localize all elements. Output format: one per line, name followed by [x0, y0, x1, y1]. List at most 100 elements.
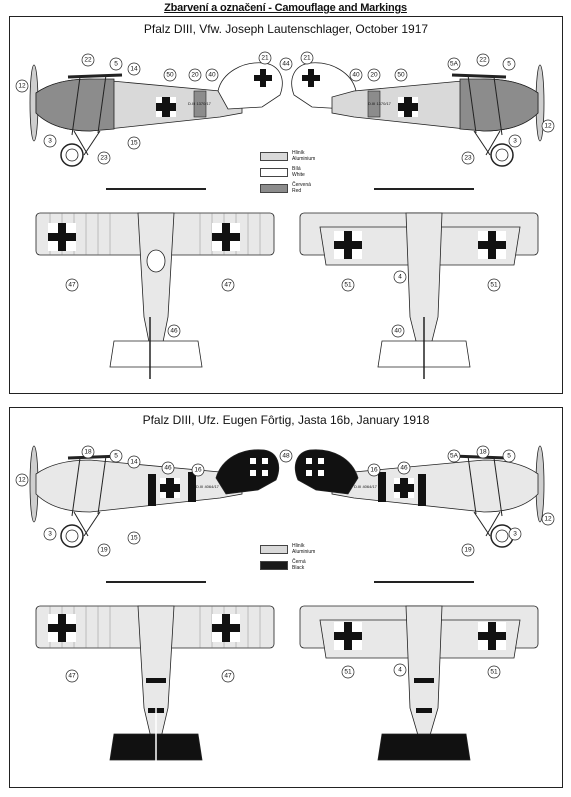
svg-text:47: 47: [224, 673, 232, 680]
callout: 40: [205, 68, 219, 82]
callout: 16: [191, 463, 205, 477]
callout: 46: [161, 461, 175, 475]
panel-title: Pfalz DIII, Vfw. Joseph Lautenschlager, …: [143, 22, 429, 36]
callout: 5: [109, 57, 123, 71]
svg-text:40: 40: [394, 328, 402, 335]
svg-text:40: 40: [208, 72, 216, 79]
callout: 4: [393, 663, 407, 677]
callout: 19: [97, 543, 111, 557]
callout: 23: [97, 151, 111, 165]
svg-text:23: 23: [100, 155, 108, 162]
svg-text:4: 4: [398, 274, 402, 281]
right-side-view: [294, 445, 545, 548]
svg-text:48: 48: [282, 453, 290, 460]
callout: 12: [15, 79, 29, 93]
top-view: [35, 581, 275, 772]
callout: 18: [476, 445, 490, 459]
svg-text:47: 47: [68, 282, 76, 289]
callout: 3: [508, 527, 522, 541]
callout: 23: [461, 151, 475, 165]
bottom-view: [299, 581, 539, 761]
callout: 16: [367, 463, 381, 477]
callout: 3: [43, 134, 57, 148]
bottom-view: [299, 188, 539, 379]
callout: 5A: [447, 449, 461, 463]
svg-text:5: 5: [507, 61, 511, 68]
svg-text:5A: 5A: [450, 453, 459, 460]
left-side-view: [29, 445, 280, 548]
callout: 4: [393, 270, 407, 284]
svg-text:51: 51: [490, 282, 498, 289]
svg-text:47: 47: [68, 673, 76, 680]
callout: 47: [65, 278, 79, 292]
callout: 40: [349, 68, 363, 82]
svg-text:15: 15: [130, 140, 138, 147]
callout: 21: [300, 51, 314, 65]
callout: 51: [341, 665, 355, 679]
callout: 50: [394, 68, 408, 82]
camouflage-panel-2: Pfalz DIII, Ufz. Eugen Fôrtig, Jasta 16b…: [9, 407, 563, 788]
callout: 14: [127, 455, 141, 469]
svg-text:21: 21: [261, 55, 269, 62]
svg-text:22: 22: [84, 57, 92, 64]
svg-text:12: 12: [544, 516, 552, 523]
camouflage-panel-1: Pfalz DIII, Vfw. Joseph Lautenschlager, …: [9, 16, 563, 394]
tail-views: [217, 62, 357, 110]
callout: 48: [279, 449, 293, 463]
callout: 5: [109, 449, 123, 463]
svg-text:23: 23: [464, 155, 472, 162]
callout: 15: [127, 136, 141, 150]
fuselage-code-left: D.III 4064/17: [196, 484, 220, 489]
svg-text:4: 4: [398, 667, 402, 674]
callout: 51: [341, 278, 355, 292]
svg-text:51: 51: [344, 669, 352, 676]
callout: 12: [15, 473, 29, 487]
legend-swatch: [260, 168, 288, 177]
svg-text:18: 18: [479, 449, 487, 456]
left-side-view: [29, 64, 264, 167]
callout: 21: [258, 51, 272, 65]
legend-swatch: [260, 184, 288, 193]
svg-text:19: 19: [100, 547, 108, 554]
fuselage-code-right: D.III 4064/17: [354, 484, 378, 489]
callout: 40: [391, 324, 405, 338]
svg-text:14: 14: [130, 459, 138, 466]
top-view: [35, 188, 275, 379]
svg-text:16: 16: [194, 467, 202, 474]
svg-text:5: 5: [114, 453, 118, 460]
callout: 22: [81, 53, 95, 67]
svg-text:3: 3: [513, 531, 517, 538]
callout: 12: [541, 512, 555, 526]
svg-text:3: 3: [48, 531, 52, 538]
callout: 46: [397, 461, 411, 475]
svg-text:15: 15: [130, 535, 138, 542]
callout: 22: [476, 53, 490, 67]
callout: 14: [127, 62, 141, 76]
page-header: Zbarvení a označení - Camouflage and Mar…: [164, 2, 407, 14]
aircraft-drawing-1: D.III 1370/17 D.III 1370/17: [15, 51, 555, 379]
fuselage-code-right: D.III 1370/17: [368, 101, 392, 106]
callout: 44: [279, 57, 293, 71]
right-side-view: [331, 64, 545, 167]
svg-text:12: 12: [544, 123, 552, 130]
svg-text:5: 5: [114, 61, 118, 68]
callout: 47: [221, 278, 235, 292]
svg-text:3: 3: [513, 138, 517, 145]
svg-text:16: 16: [370, 467, 378, 474]
callout: 5: [502, 57, 516, 71]
callout: 51: [487, 278, 501, 292]
svg-text:3: 3: [48, 138, 52, 145]
callout: 47: [221, 669, 235, 683]
panel-title: Pfalz DIII, Ufz. Eugen Fôrtig, Jasta 16b…: [142, 413, 430, 427]
svg-text:12: 12: [18, 83, 26, 90]
svg-text:22: 22: [479, 57, 487, 64]
svg-text:47: 47: [224, 282, 232, 289]
callout: 5A: [447, 57, 461, 71]
callout: 3: [508, 134, 522, 148]
callout: 5: [502, 449, 516, 463]
